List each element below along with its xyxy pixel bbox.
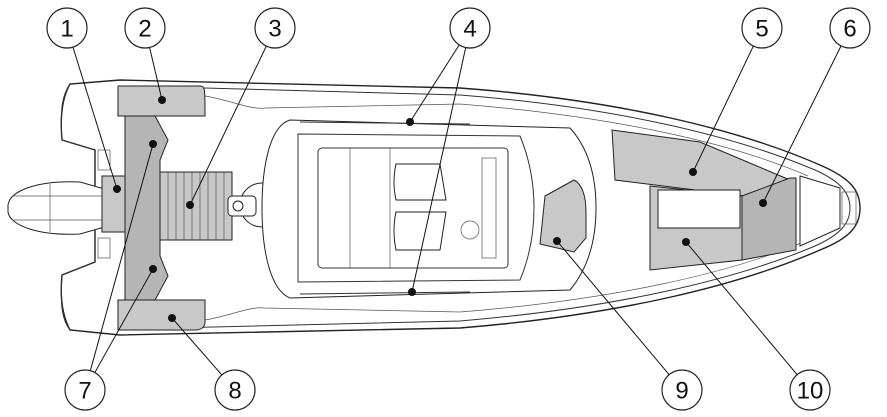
- callout-9: 9: [661, 369, 703, 411]
- transom-fitting-bottom: [97, 237, 111, 259]
- center-console: [261, 119, 597, 299]
- leader-dot: [186, 201, 194, 209]
- aft-locker-bottom: [117, 299, 206, 331]
- leader-line: [411, 47, 467, 293]
- callout-10: 10: [789, 369, 831, 411]
- callout-bubbles: 1 2 3 4 5 6 7 8 9 10: [46, 7, 871, 411]
- leader-dot: [113, 185, 121, 193]
- leader-dot: [158, 96, 166, 104]
- callout-number: 9: [675, 378, 688, 405]
- leader-dot: [406, 118, 414, 126]
- callout-circle: [789, 369, 831, 411]
- callout-circle: [661, 369, 703, 411]
- leader-dot: [408, 288, 416, 296]
- leader-line: [72, 46, 118, 190]
- callout-circle: [124, 7, 166, 49]
- leader-dot: [759, 199, 767, 207]
- callout-3: 3: [254, 7, 296, 49]
- callout-4: 4: [449, 7, 491, 49]
- transom-fitting-top: [97, 149, 111, 171]
- leader-dot: [168, 314, 176, 322]
- callout-5: 5: [741, 7, 783, 49]
- bow-floor-hatch-lid: [657, 189, 741, 229]
- callout-number: 2: [138, 16, 151, 43]
- callout-leaders: [72, 44, 842, 376]
- bow-roller: [841, 191, 857, 225]
- callout-8: 8: [214, 369, 256, 411]
- callout-6: 6: [829, 7, 871, 49]
- callout-number: 5: [755, 16, 768, 43]
- leader-dot: [689, 168, 697, 176]
- leader-dot: [553, 237, 561, 245]
- leader-line: [89, 143, 154, 371]
- leader-line: [409, 44, 460, 123]
- leader-dot: [682, 238, 690, 246]
- callout-number: 10: [797, 378, 824, 405]
- callout-circle: [449, 7, 491, 49]
- anchor-locker: [799, 175, 841, 247]
- callout-number: 6: [843, 16, 856, 43]
- transom-locker: [101, 175, 127, 233]
- callout-circle: [741, 7, 783, 49]
- leader-dot: [149, 140, 157, 148]
- callout-1: 1: [46, 7, 88, 49]
- outboard-motor: [7, 181, 109, 235]
- callout-circle: [829, 7, 871, 49]
- callout-number: 3: [268, 16, 281, 43]
- callout-number: 1: [60, 16, 73, 43]
- transom-seat-frame: [124, 115, 169, 301]
- callout-circle: [254, 7, 296, 49]
- callout-7: 7: [64, 369, 106, 411]
- callout-circle: [46, 7, 88, 49]
- bow-bulkhead: [741, 177, 797, 261]
- console-front-locker: [539, 179, 587, 253]
- leader-line: [94, 268, 154, 373]
- callout-number: 7: [78, 378, 91, 405]
- leader-line: [692, 45, 754, 173]
- leader-line: [685, 241, 798, 375]
- aft-deck-grating: [159, 171, 233, 241]
- leader-line: [762, 45, 842, 204]
- callout-2: 2: [124, 7, 166, 49]
- leader-line: [149, 47, 163, 101]
- leader-line: [556, 240, 670, 375]
- leader-line: [171, 317, 223, 376]
- callout-number: 4: [463, 16, 476, 43]
- leader-line: [189, 45, 267, 206]
- leader-dot: [149, 265, 157, 273]
- callout-number: 8: [228, 378, 241, 405]
- callout-circle: [214, 369, 256, 411]
- callout-circle: [64, 369, 106, 411]
